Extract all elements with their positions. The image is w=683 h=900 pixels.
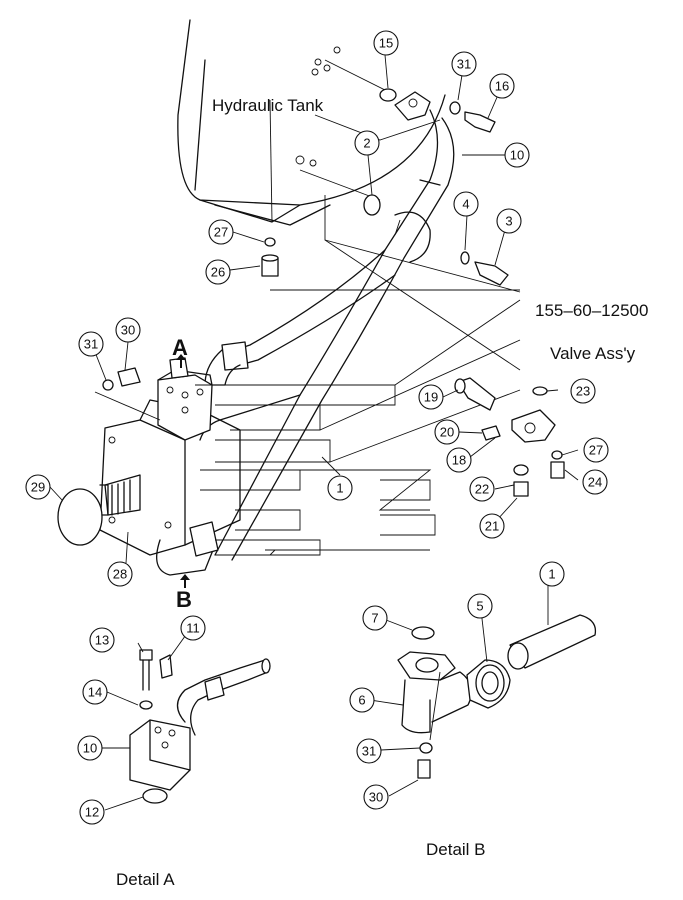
- svg-text:15: 15: [379, 36, 393, 51]
- callout-13: 13: [89, 627, 115, 653]
- part-number-label: 155–60–12500: [535, 301, 648, 320]
- hydraulic-pump: [99, 357, 241, 576]
- top-flange-fittings: [311, 46, 496, 216]
- svg-text:24: 24: [588, 475, 602, 490]
- o-ring-29: [57, 488, 103, 546]
- svg-text:4: 4: [462, 197, 469, 212]
- callout-24: 24: [582, 469, 608, 495]
- svg-text:20: 20: [440, 425, 454, 440]
- callout-12: 12: [79, 799, 105, 825]
- valve-fittings: [324, 239, 565, 497]
- tank-washer-bolt: [261, 237, 279, 277]
- callout-22: 22: [469, 476, 495, 502]
- svg-text:21: 21: [485, 519, 499, 534]
- callout-29: 29: [25, 474, 51, 500]
- svg-text:10: 10: [83, 741, 97, 756]
- callout-19: 19: [418, 384, 444, 410]
- callout-15: 15: [373, 30, 399, 56]
- callout-6: 6: [349, 687, 375, 713]
- suction-hose: [199, 109, 455, 561]
- svg-text:31: 31: [457, 57, 471, 72]
- valve-assembly-outline: [195, 289, 521, 556]
- svg-text:18: 18: [452, 453, 466, 468]
- svg-text:23: 23: [576, 384, 590, 399]
- svg-text:1: 1: [336, 481, 343, 496]
- svg-text:31: 31: [362, 744, 376, 759]
- svg-text:30: 30: [369, 790, 383, 805]
- return-hose: [204, 249, 396, 386]
- svg-text:22: 22: [475, 482, 489, 497]
- svg-text:27: 27: [589, 443, 603, 458]
- svg-text:30: 30: [121, 323, 135, 338]
- svg-text:5: 5: [476, 599, 483, 614]
- callout-5: 5: [467, 593, 493, 619]
- callout-2: 2: [354, 130, 380, 156]
- svg-text:13: 13: [95, 633, 109, 648]
- callout-31-pump: 31: [78, 331, 104, 357]
- svg-text:7: 7: [371, 611, 378, 626]
- view-b-label: B: [176, 587, 192, 612]
- callout-10-top: 10: [504, 142, 530, 168]
- svg-text:16: 16: [495, 79, 509, 94]
- svg-text:26: 26: [211, 265, 225, 280]
- callout-31-top: 31: [451, 51, 477, 77]
- callout-21: 21: [479, 513, 505, 539]
- detail-a-label: Detail A: [116, 870, 175, 889]
- callout-30-pump: 30: [115, 317, 141, 343]
- detail-b-label: Detail B: [426, 840, 486, 859]
- callout-27-tank: 27: [208, 219, 234, 245]
- svg-text:29: 29: [31, 480, 45, 495]
- view-a-label: A: [172, 335, 188, 360]
- callout-1-main: 1: [327, 475, 353, 501]
- callout-23: 23: [570, 378, 596, 404]
- callout-31-detail: 31: [356, 738, 382, 764]
- svg-text:6: 6: [358, 693, 365, 708]
- callout-10-detail: 10: [77, 735, 103, 761]
- svg-text:3: 3: [505, 214, 512, 229]
- callout-28: 28: [107, 561, 133, 587]
- callout-30-detail: 30: [363, 784, 389, 810]
- callout-7: 7: [362, 605, 388, 631]
- callout-11: 11: [180, 615, 206, 641]
- svg-text:11: 11: [186, 621, 200, 636]
- pump-bolt-washer: [94, 367, 161, 421]
- svg-text:10: 10: [510, 148, 524, 163]
- callout-4: 4: [453, 191, 479, 217]
- callout-18: 18: [446, 447, 472, 473]
- svg-text:27: 27: [214, 225, 228, 240]
- callout-27-valve: 27: [583, 437, 609, 463]
- hydraulic-tank-label: Hydraulic Tank: [212, 96, 324, 115]
- callout-1-detail: 1: [539, 561, 565, 587]
- svg-text:14: 14: [88, 685, 102, 700]
- svg-text:19: 19: [424, 390, 438, 405]
- callout-14: 14: [82, 679, 108, 705]
- detail-a-drawing: [129, 649, 271, 804]
- callout-16: 16: [489, 73, 515, 99]
- detail-b-drawing: [397, 614, 597, 779]
- svg-text:31: 31: [84, 337, 98, 352]
- view-arrows: [176, 354, 190, 588]
- callout-3: 3: [496, 208, 522, 234]
- callout-20: 20: [434, 419, 460, 445]
- svg-text:1: 1: [548, 567, 555, 582]
- svg-text:2: 2: [363, 136, 370, 151]
- valve-assy-label: Valve Ass'y: [550, 344, 636, 363]
- svg-text:12: 12: [85, 805, 99, 820]
- svg-text:28: 28: [113, 567, 127, 582]
- callout-26: 26: [205, 259, 231, 285]
